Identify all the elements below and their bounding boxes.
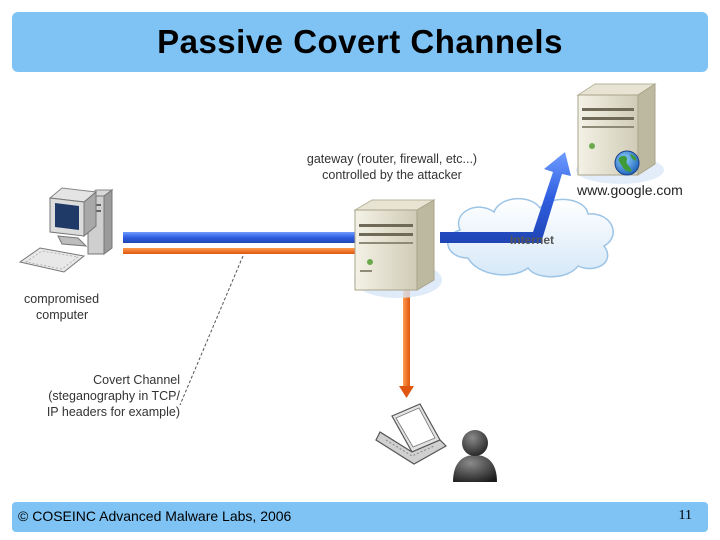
gateway-label-line2: controlled by the attacker bbox=[322, 168, 462, 182]
covert-label-line1: Covert Channel bbox=[93, 373, 180, 387]
laptop-icon bbox=[375, 403, 447, 465]
slide-title: Passive Covert Channels bbox=[157, 23, 563, 60]
footer-bar bbox=[12, 502, 708, 532]
covert-label-line2: (steganography in TCP/ bbox=[48, 389, 180, 403]
compromised-label-line2: computer bbox=[36, 308, 89, 322]
compromised-computer-label: compromised computer bbox=[24, 291, 99, 323]
website-label: www.google.com bbox=[577, 182, 683, 198]
internet-label: Internet bbox=[510, 233, 555, 247]
title-bar: Passive Covert Channels bbox=[12, 12, 708, 72]
globe-icon bbox=[614, 150, 640, 176]
covert-label-line3: IP headers for example) bbox=[46, 405, 180, 419]
gateway-server-icon bbox=[353, 199, 442, 298]
gateway-label-line1: gateway (router, firewall, etc...) bbox=[306, 152, 478, 166]
page-number: 11 bbox=[678, 508, 692, 523]
attacker-person-icon bbox=[453, 430, 497, 482]
covert-channel-pointer-line bbox=[179, 255, 244, 406]
orange-traffic-arrow bbox=[123, 248, 414, 398]
compromised-label-line1: compromised bbox=[24, 292, 100, 306]
compromised-computer-icon bbox=[18, 187, 114, 273]
footer-copyright: © COSEINC Advanced Malware Labs, 2006 bbox=[18, 508, 292, 524]
gateway-label: gateway (router, firewall, etc...) contr… bbox=[297, 151, 487, 183]
covert-channel-label: Covert Channel (steganography in TCP/ IP… bbox=[30, 372, 180, 420]
